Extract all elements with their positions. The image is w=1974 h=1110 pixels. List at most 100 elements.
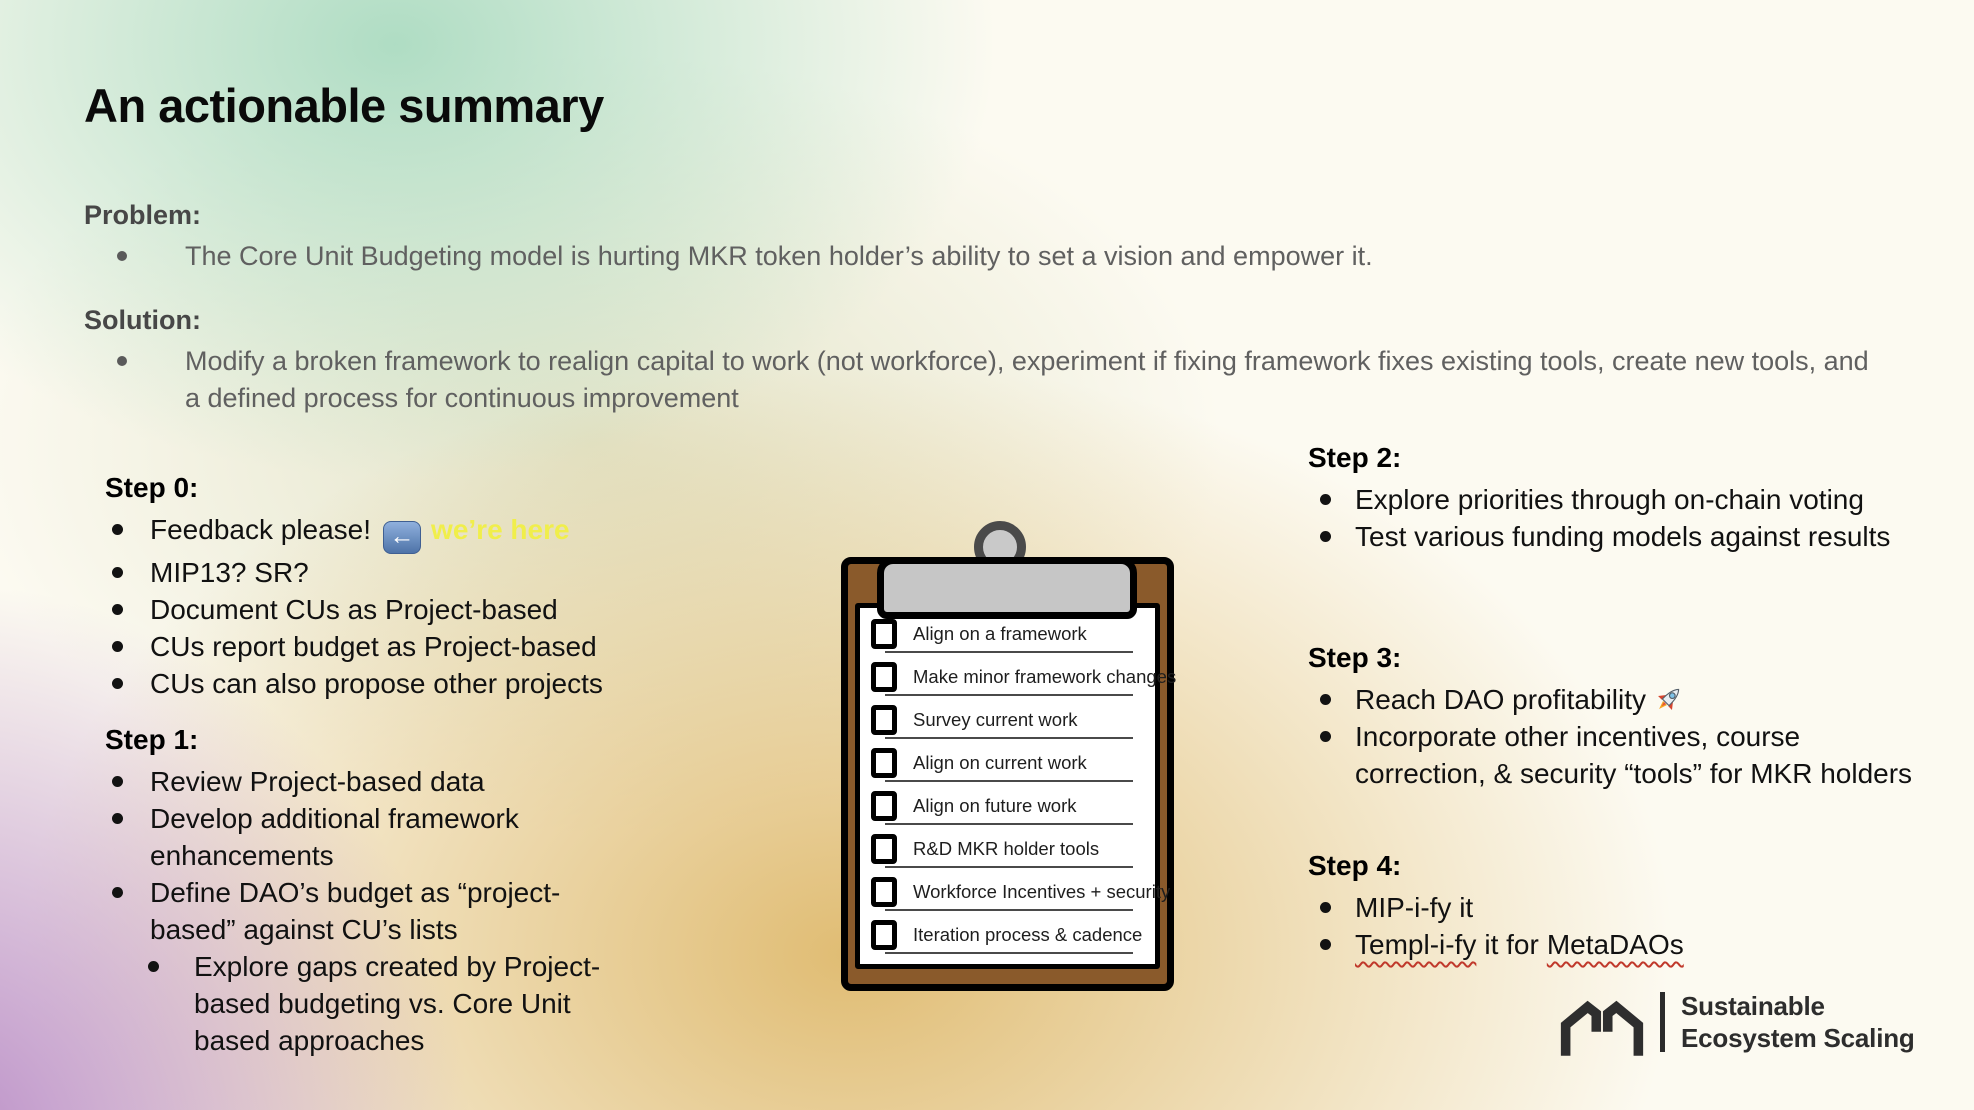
problem-heading: Problem: (84, 200, 202, 230)
list-item: MIP13? SR? (105, 554, 603, 591)
list-item-text: Reach DAO profitability (1355, 681, 1684, 718)
checklist-label: Make minor framework changes (913, 665, 1177, 687)
checklist-row: Make minor framework changes (871, 655, 1176, 698)
step2-heading: Step 2: (1308, 442, 1402, 473)
list-item-text: MIP13? SR? (150, 557, 309, 588)
checkbox-icon (871, 833, 897, 864)
solution-section: Solution: Modify a broken framework to r… (84, 303, 1885, 417)
list-item: Feedback please!←we’re here (105, 511, 603, 554)
solution-bullet-text: Modify a broken framework to realign cap… (185, 346, 1869, 413)
checklist-row: Workforce Incentives + security (871, 870, 1170, 913)
bullet-dot (112, 604, 123, 615)
checklist-row: Align on current work (871, 741, 1133, 784)
step1-section: Step 1: Review Project-based data Develo… (105, 722, 644, 1059)
bullet-dot (1320, 731, 1331, 742)
checkbox-icon (871, 790, 897, 821)
step0-section: Step 0: Feedback please!←we’re here MIP1… (105, 470, 603, 702)
checklist-label: Iteration process & cadence (913, 923, 1143, 945)
checklist-row: Align on a framework (871, 612, 1133, 655)
checkbox-icon (871, 919, 897, 950)
checklist: Align on a framework Make minor framewor… (871, 612, 1176, 956)
logo-line2: Ecosystem Scaling (1681, 1023, 1915, 1053)
checkbox-icon (871, 704, 897, 735)
checklist-underline (885, 952, 1133, 954)
checkbox-icon (871, 876, 897, 907)
checklist-label: Align on current work (913, 751, 1087, 773)
sub-list-item: Explore gaps created by Project-based bu… (105, 948, 644, 1059)
logo-text: Sustainable Ecosystem Scaling (1681, 990, 1915, 1054)
step4-heading: Step 4: (1308, 850, 1402, 881)
list-item: Incorporate other incentives, course cor… (1308, 718, 1930, 792)
left-arrow-icon: ← (383, 521, 422, 554)
checkbox-icon (871, 747, 897, 778)
templify-mid-text: it for (1484, 929, 1539, 960)
misspelled-word: MetaDAOs (1546, 929, 1684, 960)
step1-heading: Step 1: (105, 724, 199, 755)
bullet-dot (1320, 694, 1331, 705)
list-item: CUs can also propose other projects (105, 665, 603, 702)
solution-heading: Solution: (84, 305, 201, 335)
list-item-text: Define DAO’s budget as “project-based” a… (150, 877, 561, 945)
bullet-dot (1320, 902, 1331, 913)
step3-heading: Step 3: (1308, 642, 1402, 673)
checklist-label: Workforce Incentives + security (913, 880, 1171, 902)
list-item-text: CUs report budget as Project-based (150, 631, 597, 662)
list-item-text: Explore priorities through on-chain voti… (1355, 484, 1864, 515)
step3-section: Step 3: Reach DAO profitability Incorpor… (1308, 640, 1930, 792)
list-item: Define DAO’s budget as “project-based” a… (105, 874, 644, 948)
list-item: Reach DAO profitability (1308, 681, 1930, 718)
checklist-underline (885, 866, 1133, 868)
checklist-underline (885, 694, 1133, 696)
list-item: Test various funding models against resu… (1308, 518, 1890, 555)
problem-section: Problem: The Core Unit Budgeting model i… (84, 198, 1373, 275)
clipboard-illustration: Align on a framework Make minor framewor… (841, 521, 1176, 991)
checklist-underline (885, 651, 1133, 653)
checklist-label: R&D MKR holder tools (913, 837, 1100, 859)
checklist-row: Align on future work (871, 784, 1133, 827)
checklist-underline (885, 780, 1133, 782)
bullet-dot (112, 776, 123, 787)
list-item-text: Review Project-based data (150, 766, 485, 797)
checklist-row: R&D MKR holder tools (871, 827, 1133, 870)
bullet-dot (1320, 939, 1331, 950)
list-item: Review Project-based data (105, 763, 644, 800)
list-item: Document CUs as Project-based (105, 591, 603, 628)
feedback-line: Feedback please!←we’re here (150, 511, 570, 554)
list-item: Explore priorities through on-chain voti… (1308, 481, 1890, 518)
profitability-text: Reach DAO profitability (1355, 684, 1647, 715)
bullet-dot (1320, 494, 1331, 505)
step2-section: Step 2: Explore priorities through on-ch… (1308, 440, 1890, 555)
checklist-row: Iteration process & cadence (871, 913, 1142, 956)
clipboard-clip (877, 557, 1137, 619)
list-item-text: Document CUs as Project-based (150, 594, 558, 625)
checklist-label: Align on a framework (913, 622, 1087, 644)
list-item: MIP-i-fy it (1308, 889, 1684, 926)
bullet-dot (112, 887, 123, 898)
checklist-underline (885, 823, 1133, 825)
bullet-dot (112, 813, 123, 824)
checklist-label: Align on future work (913, 794, 1077, 816)
list-item-text: Incorporate other incentives, course cor… (1355, 721, 1913, 789)
bullet-dot (112, 641, 123, 652)
misspelled-word: Templ-i-fy (1355, 929, 1477, 960)
checklist-row: Survey current work (871, 698, 1133, 741)
list-item: CUs report budget as Project-based (105, 628, 603, 665)
logo-divider (1660, 992, 1665, 1052)
bullet-dot (112, 567, 123, 578)
checklist-underline (885, 909, 1133, 911)
logo-line1: Sustainable (1681, 991, 1825, 1021)
list-item: The Core Unit Budgeting model is hurting… (84, 238, 1373, 275)
list-item-text: Develop additional framework enhancement… (150, 803, 519, 871)
sub-list-item-text: Explore gaps created by Project-based bu… (194, 951, 601, 1056)
bullet-dot (112, 524, 123, 535)
bullet-dot (117, 251, 127, 261)
list-item-text: MIP-i-fy it (1355, 892, 1474, 923)
clipboard-paper (855, 603, 1160, 969)
were-here-highlight: we’re here (431, 514, 570, 545)
bullet-dot (1320, 531, 1331, 542)
bullet-dot (112, 678, 123, 689)
checkbox-icon (871, 618, 897, 649)
checklist-underline (885, 737, 1133, 739)
